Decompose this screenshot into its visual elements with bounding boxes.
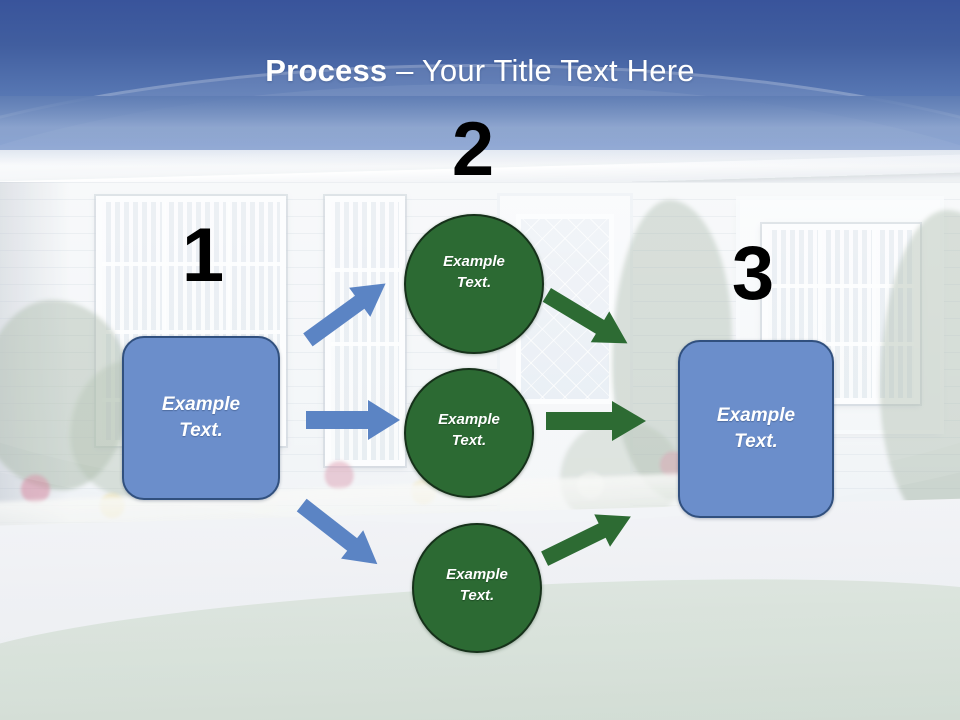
stage2-circle-middle[interactable]: Example Text. [404,368,534,498]
stage2-circle-bottom-line2: Text. [459,587,495,604]
photo-window-mullion [102,262,280,266]
photo-window-mullion [102,330,280,334]
step-number-3: 3 [731,231,775,316]
stage2-circle-middle-label: Example Text. [438,409,500,451]
stage2-circle-top-label: Example Text. [443,251,505,293]
slide-title: Process – Your Title Text Here [0,52,960,90]
stage2-circle-top-line1: Example [443,253,505,270]
photo-window-mullion [872,230,876,398]
stage3-box-label: Example Text. [717,403,795,455]
photo-window-mullion [331,268,399,272]
stage2-circle-bottom-line1: Example [446,566,508,583]
photo-window-mullion [367,202,371,460]
blue-arrow-down-icon [296,492,410,582]
photo-window-mullion [162,202,166,440]
stage1-box-line2: Text. [179,420,223,441]
step-number-2: 2 [451,107,495,192]
green-arrow-down-icon [542,282,656,372]
stage2-circle-middle-line2: Text. [451,432,487,449]
stage3-box-line1: Example [716,405,796,426]
step-number-1: 1 [181,213,225,298]
stage3-box[interactable]: Example Text. [678,340,834,518]
stage3-box-line2: Text. [734,431,778,452]
stage2-circle-bottom-label: Example Text. [446,564,508,606]
photo-window-mullion [331,342,399,346]
stage1-box[interactable]: Example Text. [122,336,280,500]
slide-title-separator: – [387,53,422,88]
photo-window-mullion [818,230,822,398]
photo-window-mullion [768,284,914,288]
stage1-box-line1: Example [161,394,241,415]
stage2-circle-middle-line1: Example [438,411,500,428]
blue-arrow-middle-icon [306,398,406,442]
slide-title-light: Your Title Text Here [421,53,695,88]
slide-title-strong: Process [265,53,388,88]
stage2-circle-bottom[interactable]: Example Text. [412,523,542,653]
title-band-fade [0,96,960,166]
photo-window-mullion [226,202,230,440]
stage1-box-label: Example Text. [162,392,240,444]
green-arrow-up-icon [541,500,654,580]
blue-arrow-up-icon [303,268,416,348]
photo-window-mullion [768,342,914,346]
stage2-circle-top[interactable]: Example Text. [404,214,544,354]
green-arrow-middle-icon [546,400,652,444]
stage2-circle-top-line2: Text. [456,274,492,291]
